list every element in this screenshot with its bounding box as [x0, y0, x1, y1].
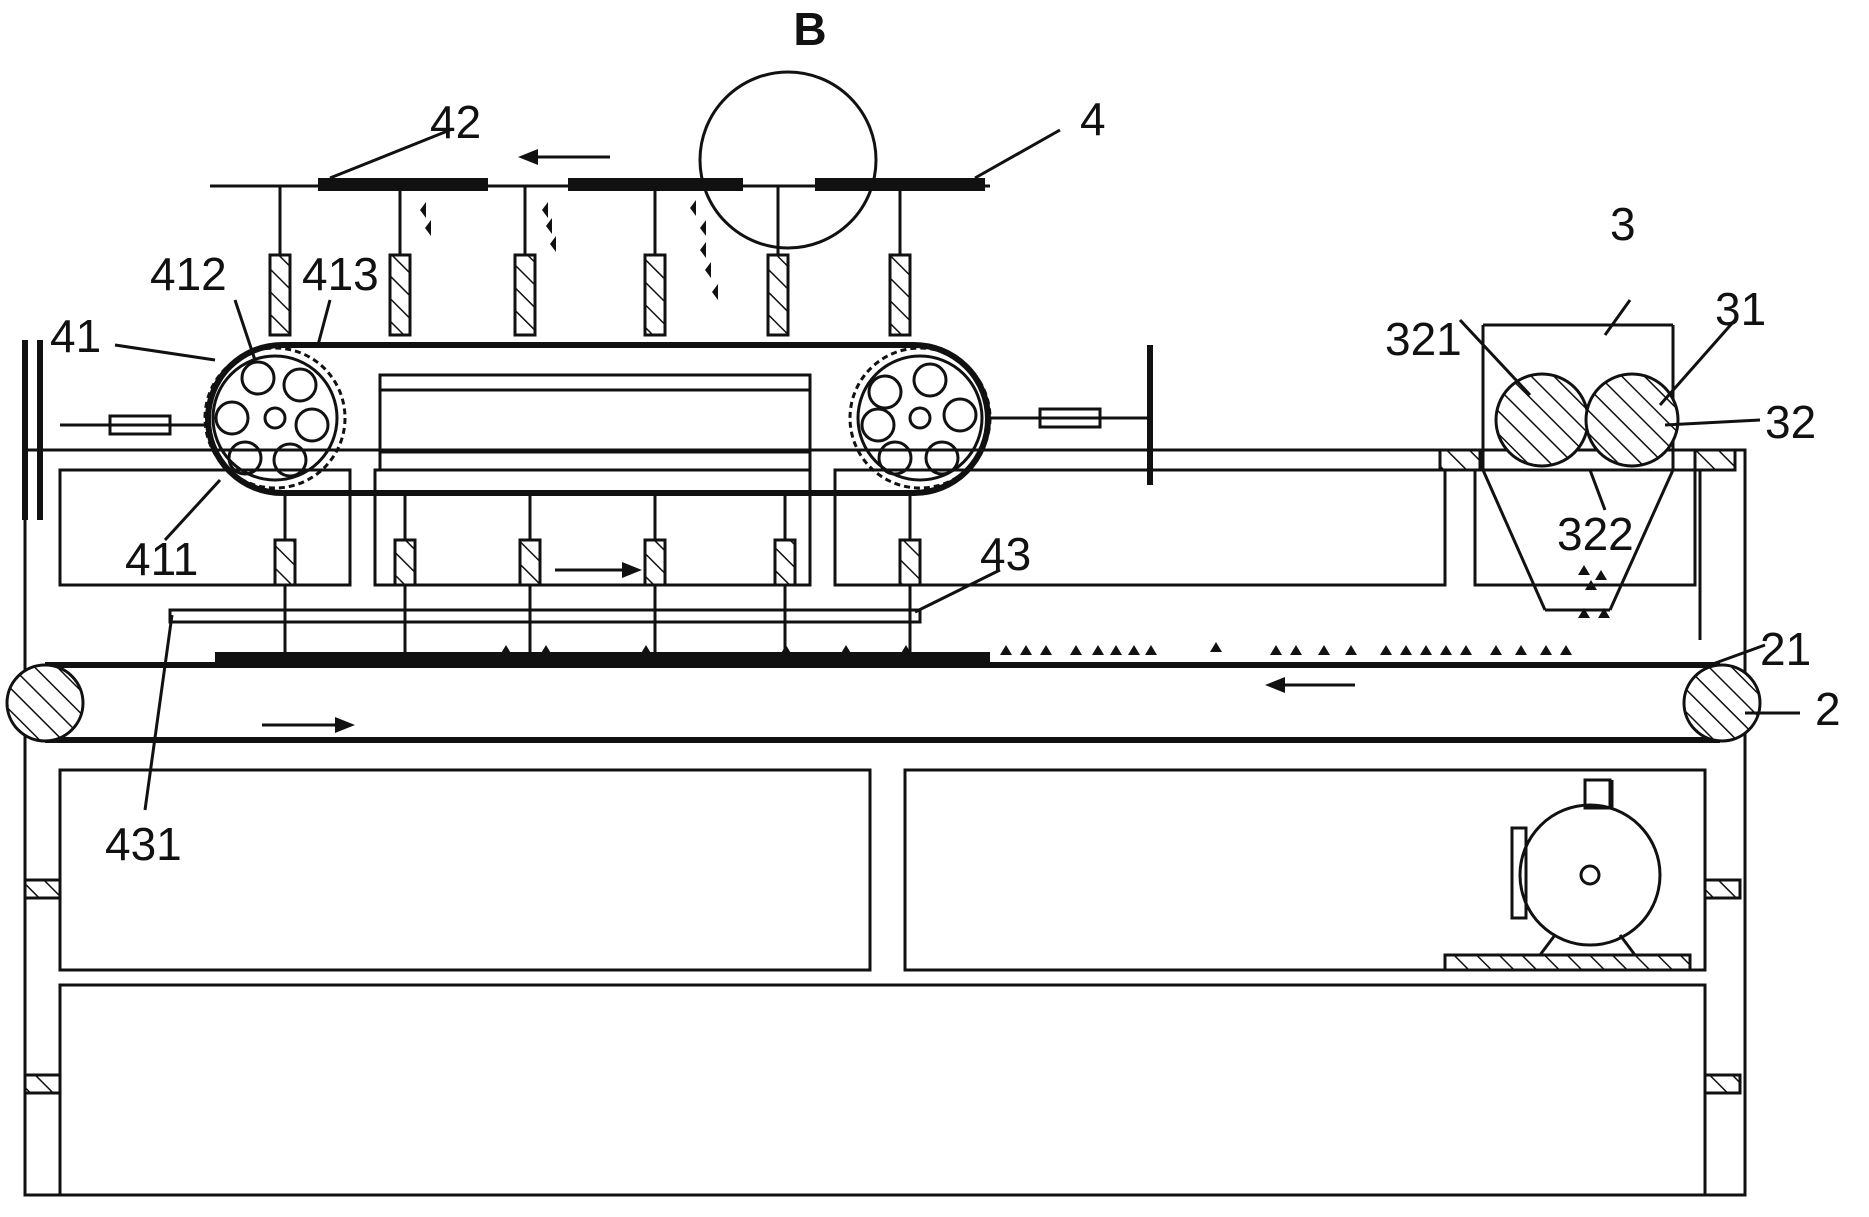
label-31: 31 — [1715, 283, 1766, 335]
label-4: 4 — [1080, 93, 1106, 145]
frame — [23, 448, 1747, 1197]
lower-panel-right — [903, 768, 1707, 972]
top-brush-plate-1 — [318, 178, 488, 191]
sprocket-right — [848, 346, 992, 490]
base-opening — [58, 983, 1707, 1197]
conveyor-belt — [5, 642, 1762, 743]
upper-rods — [268, 186, 912, 337]
label-21: 21 — [1760, 623, 1811, 675]
label-42: 42 — [430, 96, 481, 148]
hopper — [1481, 323, 1702, 640]
top-brush-plate-3 — [815, 178, 985, 191]
bottom-brush-plates — [215, 652, 990, 662]
upper-window-3 — [833, 468, 1447, 587]
label-413: 413 — [302, 248, 379, 300]
label-32: 32 — [1765, 396, 1816, 448]
label-322: 322 — [1557, 508, 1634, 560]
chain-loop — [205, 342, 991, 496]
detail-marker: B — [793, 3, 826, 55]
label-3: 3 — [1610, 198, 1636, 250]
label-321: 321 — [1385, 313, 1462, 365]
reference-labels: 4 42 3 31 32 321 322 41 411 412 413 43 4… — [50, 93, 1841, 870]
label-2: 2 — [1815, 683, 1841, 735]
upper-window-2 — [373, 468, 812, 587]
crush-roller-right — [1584, 372, 1680, 468]
label-41: 41 — [50, 310, 101, 362]
belt-roller-left — [5, 663, 85, 743]
motor-base — [1443, 953, 1692, 972]
motor-body — [1518, 803, 1662, 947]
label-431: 431 — [105, 818, 182, 870]
guide-plate — [168, 608, 922, 624]
detail-circle-b — [698, 70, 878, 250]
top-brush-plate-2 — [568, 178, 743, 191]
lower-rods — [273, 493, 922, 665]
label-43: 43 — [980, 528, 1031, 580]
label-411: 411 — [125, 533, 198, 585]
upper-window-1 — [58, 468, 352, 587]
motor — [1443, 778, 1692, 972]
chain-support-box — [378, 373, 812, 472]
sprocket-left — [203, 346, 347, 490]
falling-particles — [420, 200, 718, 300]
crush-roller-left — [1494, 372, 1590, 468]
brush-assembly — [22, 149, 1153, 665]
leader-lines — [114, 128, 1800, 811]
lower-panel-left — [58, 768, 872, 972]
belt-roller-right — [1682, 663, 1762, 743]
label-412: 412 — [150, 248, 227, 300]
upper-window-4 — [1473, 468, 1697, 587]
